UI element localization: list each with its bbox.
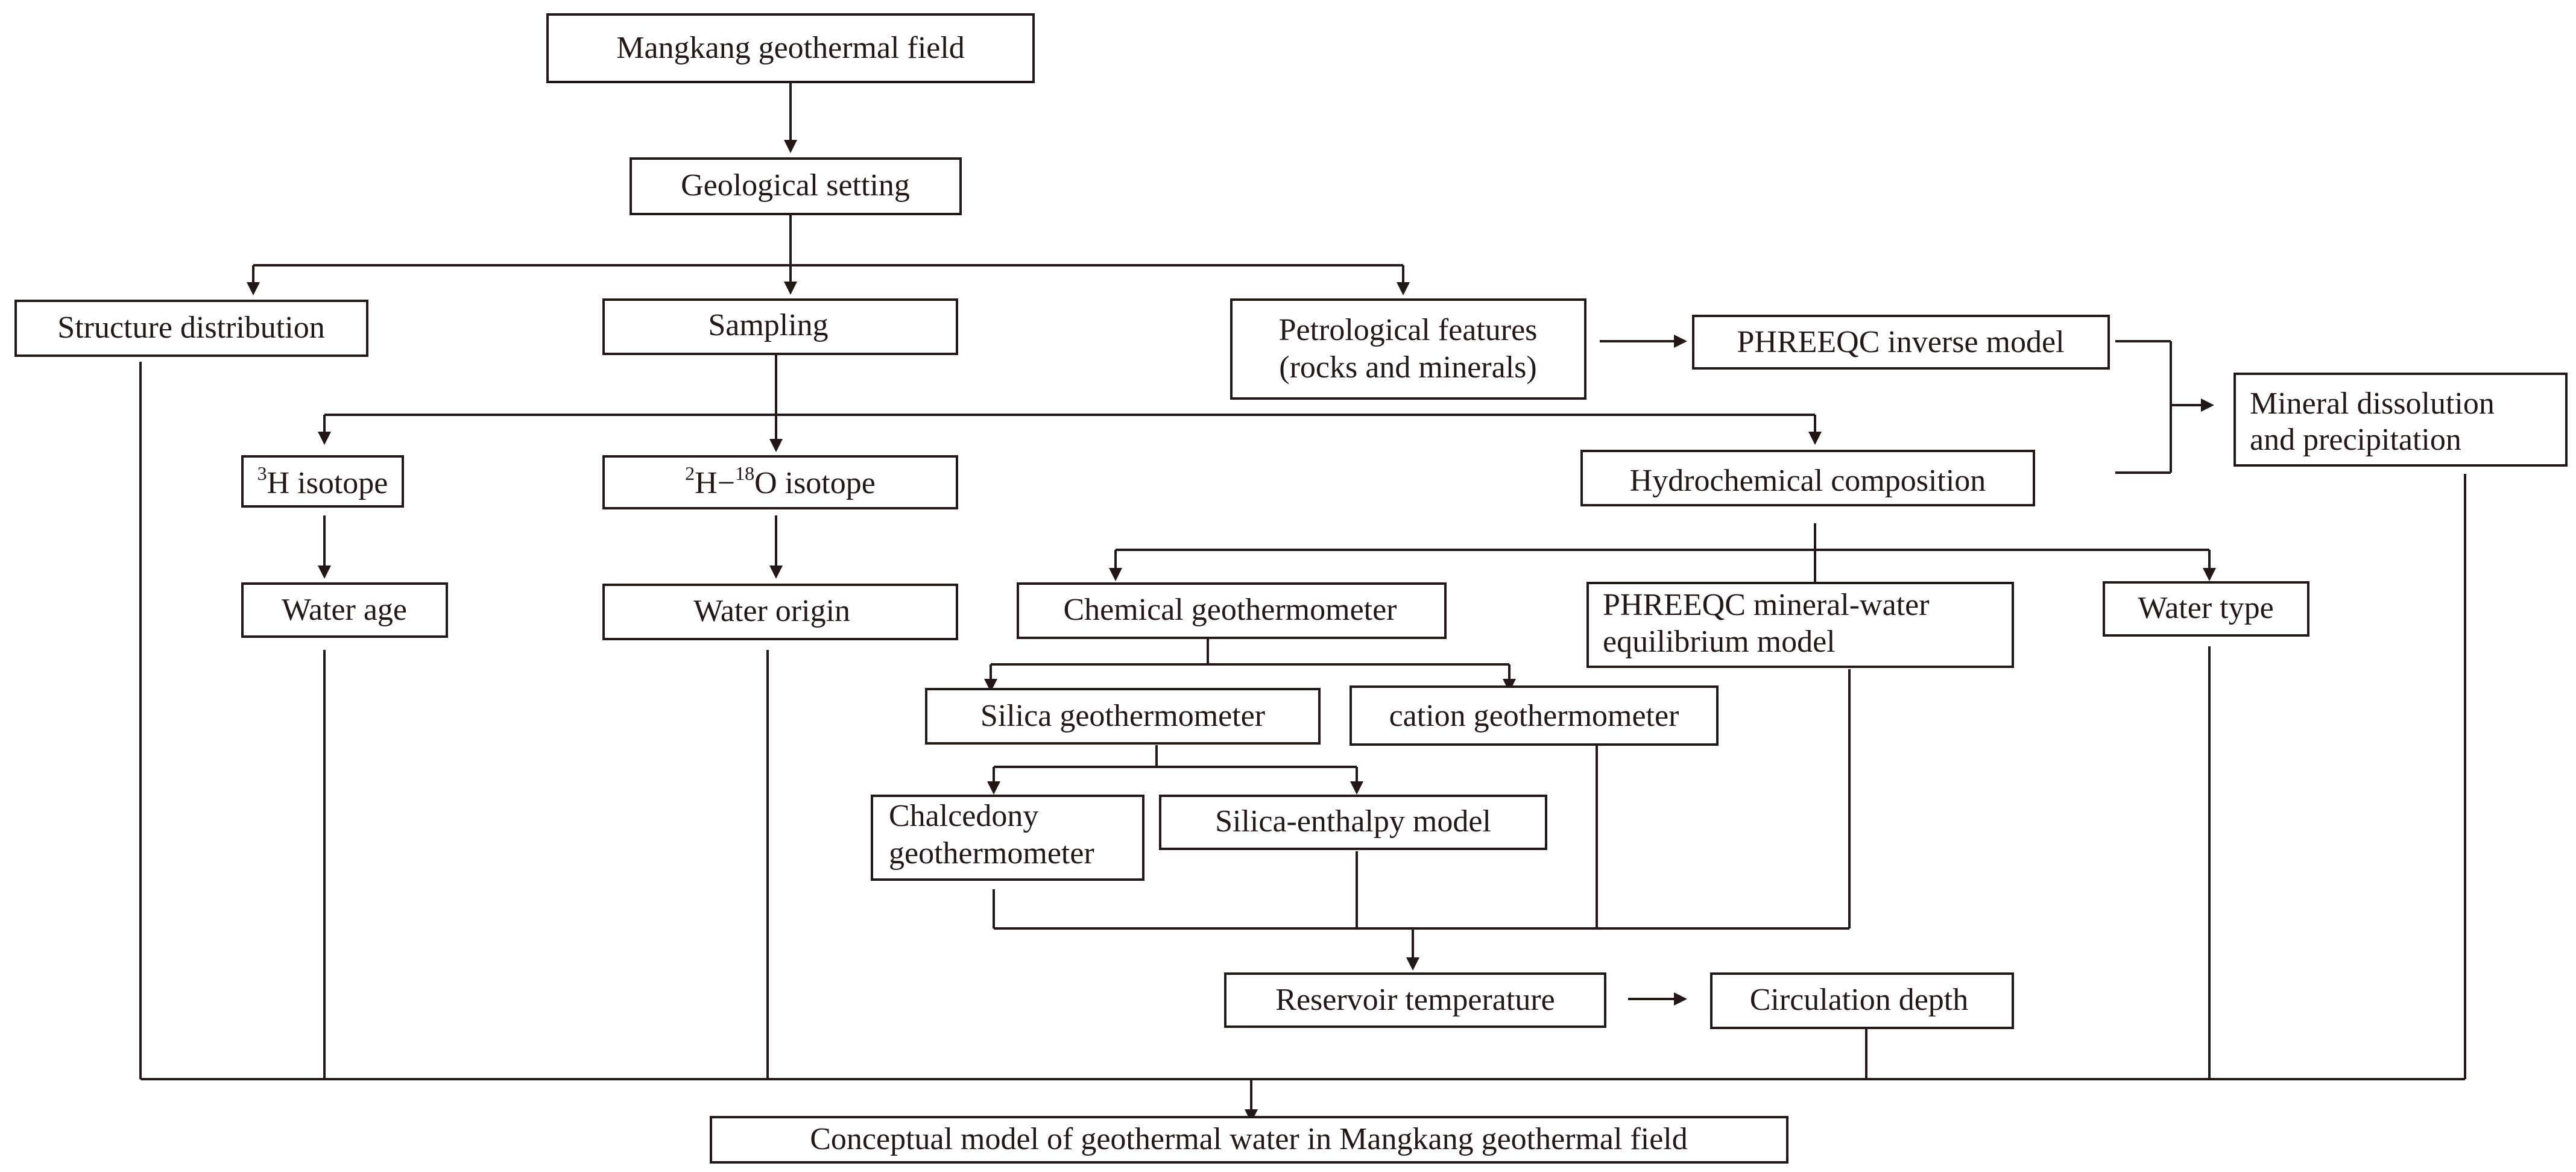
node-chemical-geothermometer <box>1017 582 1447 639</box>
arrowhead <box>1674 992 1687 1006</box>
node-chalcedony-line2: geothermometer <box>889 836 1094 871</box>
arrowheads <box>247 140 2216 1123</box>
node-h2o18-isotope <box>602 455 958 509</box>
node-sampling <box>602 298 958 355</box>
node-structure-distribution <box>14 300 368 357</box>
node-silica-enthalpy-label: Silica-enthalpy model <box>1215 804 1491 839</box>
node-phreeqc-inverse <box>1692 315 2110 370</box>
node-petrological-line2: (rocks and minerals) <box>1279 350 1536 385</box>
node-mangkang-field-label: Mangkang geothermal field <box>616 31 965 65</box>
node-mineral-line1: Mineral dissolution <box>2250 386 2495 421</box>
node-hydrochemical-label: Hydrochemical composition <box>1630 464 1986 498</box>
arrowhead <box>1350 781 1363 795</box>
node-phreeqc-equilibrium <box>1586 582 2014 668</box>
arrowhead <box>984 679 997 692</box>
node-h3-isotope-label: 3H isotope <box>257 462 388 500</box>
arrowhead <box>318 432 331 445</box>
node-mineral-line2: and precipitation <box>2250 423 2461 457</box>
arrowhead <box>769 439 783 452</box>
node-h2o18-isotope-label: 2H−18O isotope <box>685 462 876 500</box>
o18-text: O isotope <box>754 466 876 500</box>
h3-text: H isotope <box>267 466 388 500</box>
arrowhead <box>2203 568 2216 581</box>
arrowhead <box>1109 568 1122 581</box>
node-phreeqc-eq-line2: equilibrium model <box>1603 625 1836 659</box>
node-mineral-dissolution <box>2233 373 2568 467</box>
node-conceptual-model <box>710 1116 1788 1164</box>
h2-text: H− <box>695 466 735 500</box>
node-water-origin-label: Water origin <box>693 594 850 628</box>
node-phreeqc-eq-line1: PHREEQC mineral-water <box>1603 588 1930 622</box>
node-petrological-features <box>1230 298 1586 400</box>
node-geological-setting-label: Geological setting <box>681 168 910 203</box>
node-chalcedony-geothermometer <box>871 795 1144 881</box>
boxes: Mangkang geothermal field Geological set… <box>14 13 2568 1164</box>
arrowhead <box>1397 282 1410 295</box>
node-mangkang-field <box>546 13 1035 83</box>
node-sampling-label: Sampling <box>708 308 828 342</box>
arrowhead <box>1406 957 1419 971</box>
node-geological-setting <box>630 157 962 215</box>
node-chemical-geo-label: Chemical geothermometer <box>1063 593 1397 627</box>
node-silica-geo-label: Silica geothermometer <box>980 699 1265 733</box>
node-phreeqc-inverse-label: PHREEQC inverse model <box>1737 325 2064 359</box>
arrowhead <box>769 566 783 579</box>
node-chalcedony-line1: Chalcedony <box>889 799 1038 833</box>
arrowhead <box>2201 399 2214 412</box>
node-cation-geothermometer <box>1350 685 1719 746</box>
arrowhead <box>784 140 797 153</box>
node-hydrochemical-composition <box>1580 450 2035 506</box>
node-water-origin <box>602 584 958 640</box>
node-h3-isotope <box>241 455 404 508</box>
node-water-age <box>241 582 448 638</box>
node-circulation-depth <box>1710 972 2014 1029</box>
h3-superscript: 3 <box>257 462 267 484</box>
node-cation-geo-label: cation geothermometer <box>1389 699 1679 733</box>
node-conceptual-model-label: Conceptual model of geothermal water in … <box>810 1122 1688 1156</box>
h2-superscript: 2 <box>685 462 695 484</box>
arrowhead <box>1674 335 1687 348</box>
arrowhead <box>784 282 797 295</box>
node-silica-enthalpy <box>1159 795 1547 850</box>
node-structure-distribution-label: Structure distribution <box>57 310 324 345</box>
connectors <box>139 82 2466 1109</box>
node-reservoir-temperature <box>1224 972 1606 1028</box>
arrowhead <box>318 566 331 579</box>
node-silica-geothermometer <box>925 688 1321 745</box>
arrowhead <box>987 781 1000 795</box>
arrowhead <box>247 282 260 295</box>
node-water-type <box>2103 581 2309 637</box>
node-water-type-label: Water type <box>2138 591 2273 625</box>
node-circulation-depth-label: Circulation depth <box>1750 983 1968 1017</box>
arrowhead <box>1808 432 1822 445</box>
o18-superscript: 18 <box>735 462 754 484</box>
node-water-age-label: Water age <box>282 593 407 627</box>
node-petrological-line1: Petrological features <box>1279 313 1538 347</box>
node-reservoir-temp-label: Reservoir temperature <box>1275 983 1555 1017</box>
